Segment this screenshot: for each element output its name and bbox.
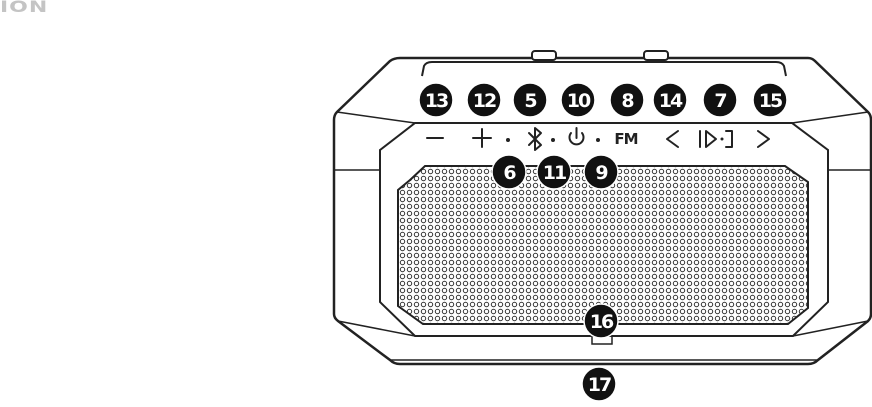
svg-text:16: 16 [590,311,614,333]
led-indicator [596,138,600,142]
svg-text:11: 11 [543,162,566,184]
control-panel: FM [427,128,769,150]
plus-icon[interactable] [473,129,491,147]
callout-16: 16 [584,304,618,338]
svg-text:15: 15 [759,90,782,112]
led-indicator [506,138,510,142]
play-link-icon[interactable] [700,131,732,147]
speaker-grill [398,166,808,324]
callout-13: 13 [419,83,453,117]
chevron-left-icon[interactable] [667,131,678,147]
callout-12: 12 [467,83,501,117]
callout-17: 17 [582,367,616,401]
svg-text:9: 9 [595,162,607,184]
chevron-right-icon[interactable] [758,131,769,147]
callout-9: 9 [584,155,618,189]
svg-text:13: 13 [425,90,448,112]
svg-text:7: 7 [714,90,726,112]
bluetooth-icon[interactable] [529,128,541,150]
svg-text:5: 5 [524,90,536,112]
svg-text:6: 6 [503,162,516,184]
callout-10: 10 [561,83,595,117]
callout-6: 6 [492,155,526,189]
callout-11: 11 [537,155,571,189]
svg-text:17: 17 [588,374,611,396]
callout-7: 7 [703,83,737,117]
callout-5: 5 [513,83,547,117]
fm-label[interactable]: FM [614,130,637,148]
svg-text:10: 10 [567,90,591,112]
power-icon[interactable] [570,128,584,144]
callout-15: 15 [753,83,787,117]
svg-text:8: 8 [621,90,634,112]
led-indicator [551,138,555,142]
callout-8: 8 [610,83,644,117]
svg-text:14: 14 [659,90,683,112]
svg-text:12: 12 [473,90,496,112]
callout-14: 14 [653,83,687,117]
